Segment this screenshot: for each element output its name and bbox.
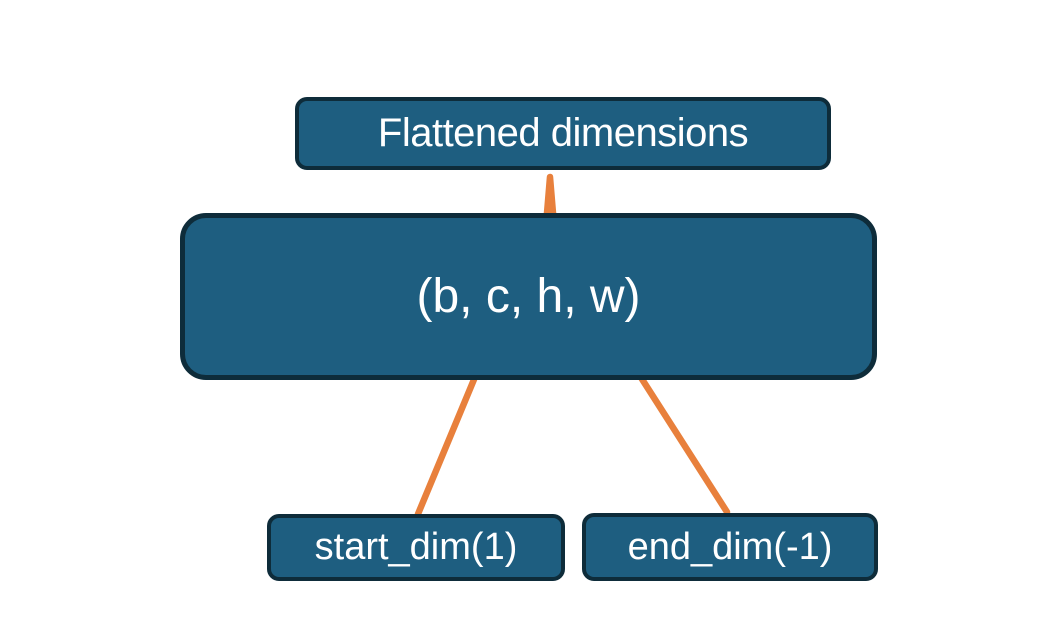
node-tensor-shape: (b, c, h, w) <box>180 213 877 380</box>
node-start-dim-label: start_dim(1) <box>314 526 518 568</box>
node-start-dim: start_dim(1) <box>267 514 565 581</box>
node-end-dim-label: end_dim(-1) <box>627 525 833 568</box>
node-end-dim: end_dim(-1) <box>582 513 878 581</box>
node-tensor-shape-label: (b, c, h, w) <box>416 270 641 323</box>
node-flattened-dimensions-label: Flattened dimensions <box>377 111 749 155</box>
node-flattened-dimensions: Flattened dimensions <box>295 97 831 170</box>
